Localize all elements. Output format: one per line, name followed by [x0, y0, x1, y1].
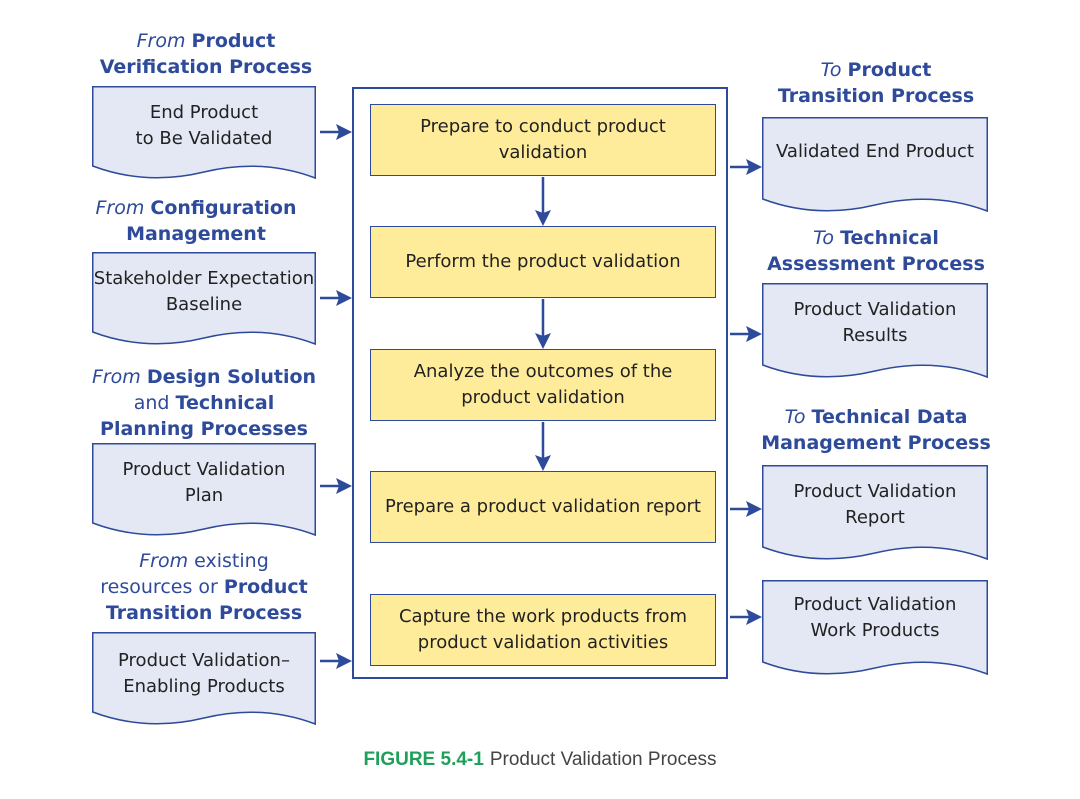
source-document-4: Product Validation–Enabling Products: [92, 632, 316, 730]
step-prepare: Prepare to conduct product validation: [370, 104, 716, 176]
arrow-input-1: [320, 124, 352, 140]
arrow-output-3: [730, 501, 762, 517]
document-shape: [92, 632, 316, 726]
document-shape: [762, 465, 988, 561]
step-capture: Capture the work products from product v…: [370, 594, 716, 666]
step-analyze: Analyze the outcomes of the product vali…: [370, 349, 716, 421]
arrow-output-1: [730, 159, 762, 175]
arrow-output-2: [730, 326, 762, 342]
destination-label-3: To Technical Data Management Process: [761, 406, 991, 454]
document-shape: [92, 86, 316, 180]
destination-document-1: Validated End Product: [762, 117, 988, 217]
arrow-input-2: [320, 290, 352, 306]
figure-number: FIGURE 5.4-1: [363, 749, 484, 770]
document-shape: [92, 252, 316, 346]
process-container: [352, 87, 728, 679]
document-shape: [92, 443, 316, 537]
arrow-input-3: [320, 478, 352, 494]
figure-title: Product Validation Process: [489, 749, 717, 770]
source-label-1: From Product Verification Process: [99, 30, 313, 78]
arrow-step-1-2: [535, 177, 551, 226]
document-shape: [762, 580, 988, 676]
step-perform: Perform the product validation: [370, 226, 716, 298]
arrow-step-2-3: [535, 299, 551, 349]
step-report: Prepare a product validation report: [370, 471, 716, 543]
document-shape: [762, 117, 988, 213]
destination-label-2: To Technical Assessment Process: [767, 227, 985, 275]
destination-label-1: To Product Transition Process: [777, 59, 975, 107]
source-label-4: From existing resources or Product Trans…: [100, 550, 308, 624]
arrow-step-3-4: [535, 422, 551, 471]
document-shape: [762, 283, 988, 379]
arrow-input-4: [320, 653, 352, 669]
arrow-output-4: [730, 609, 762, 625]
source-label-3: From Design Solution and Technical Plann…: [91, 366, 317, 440]
